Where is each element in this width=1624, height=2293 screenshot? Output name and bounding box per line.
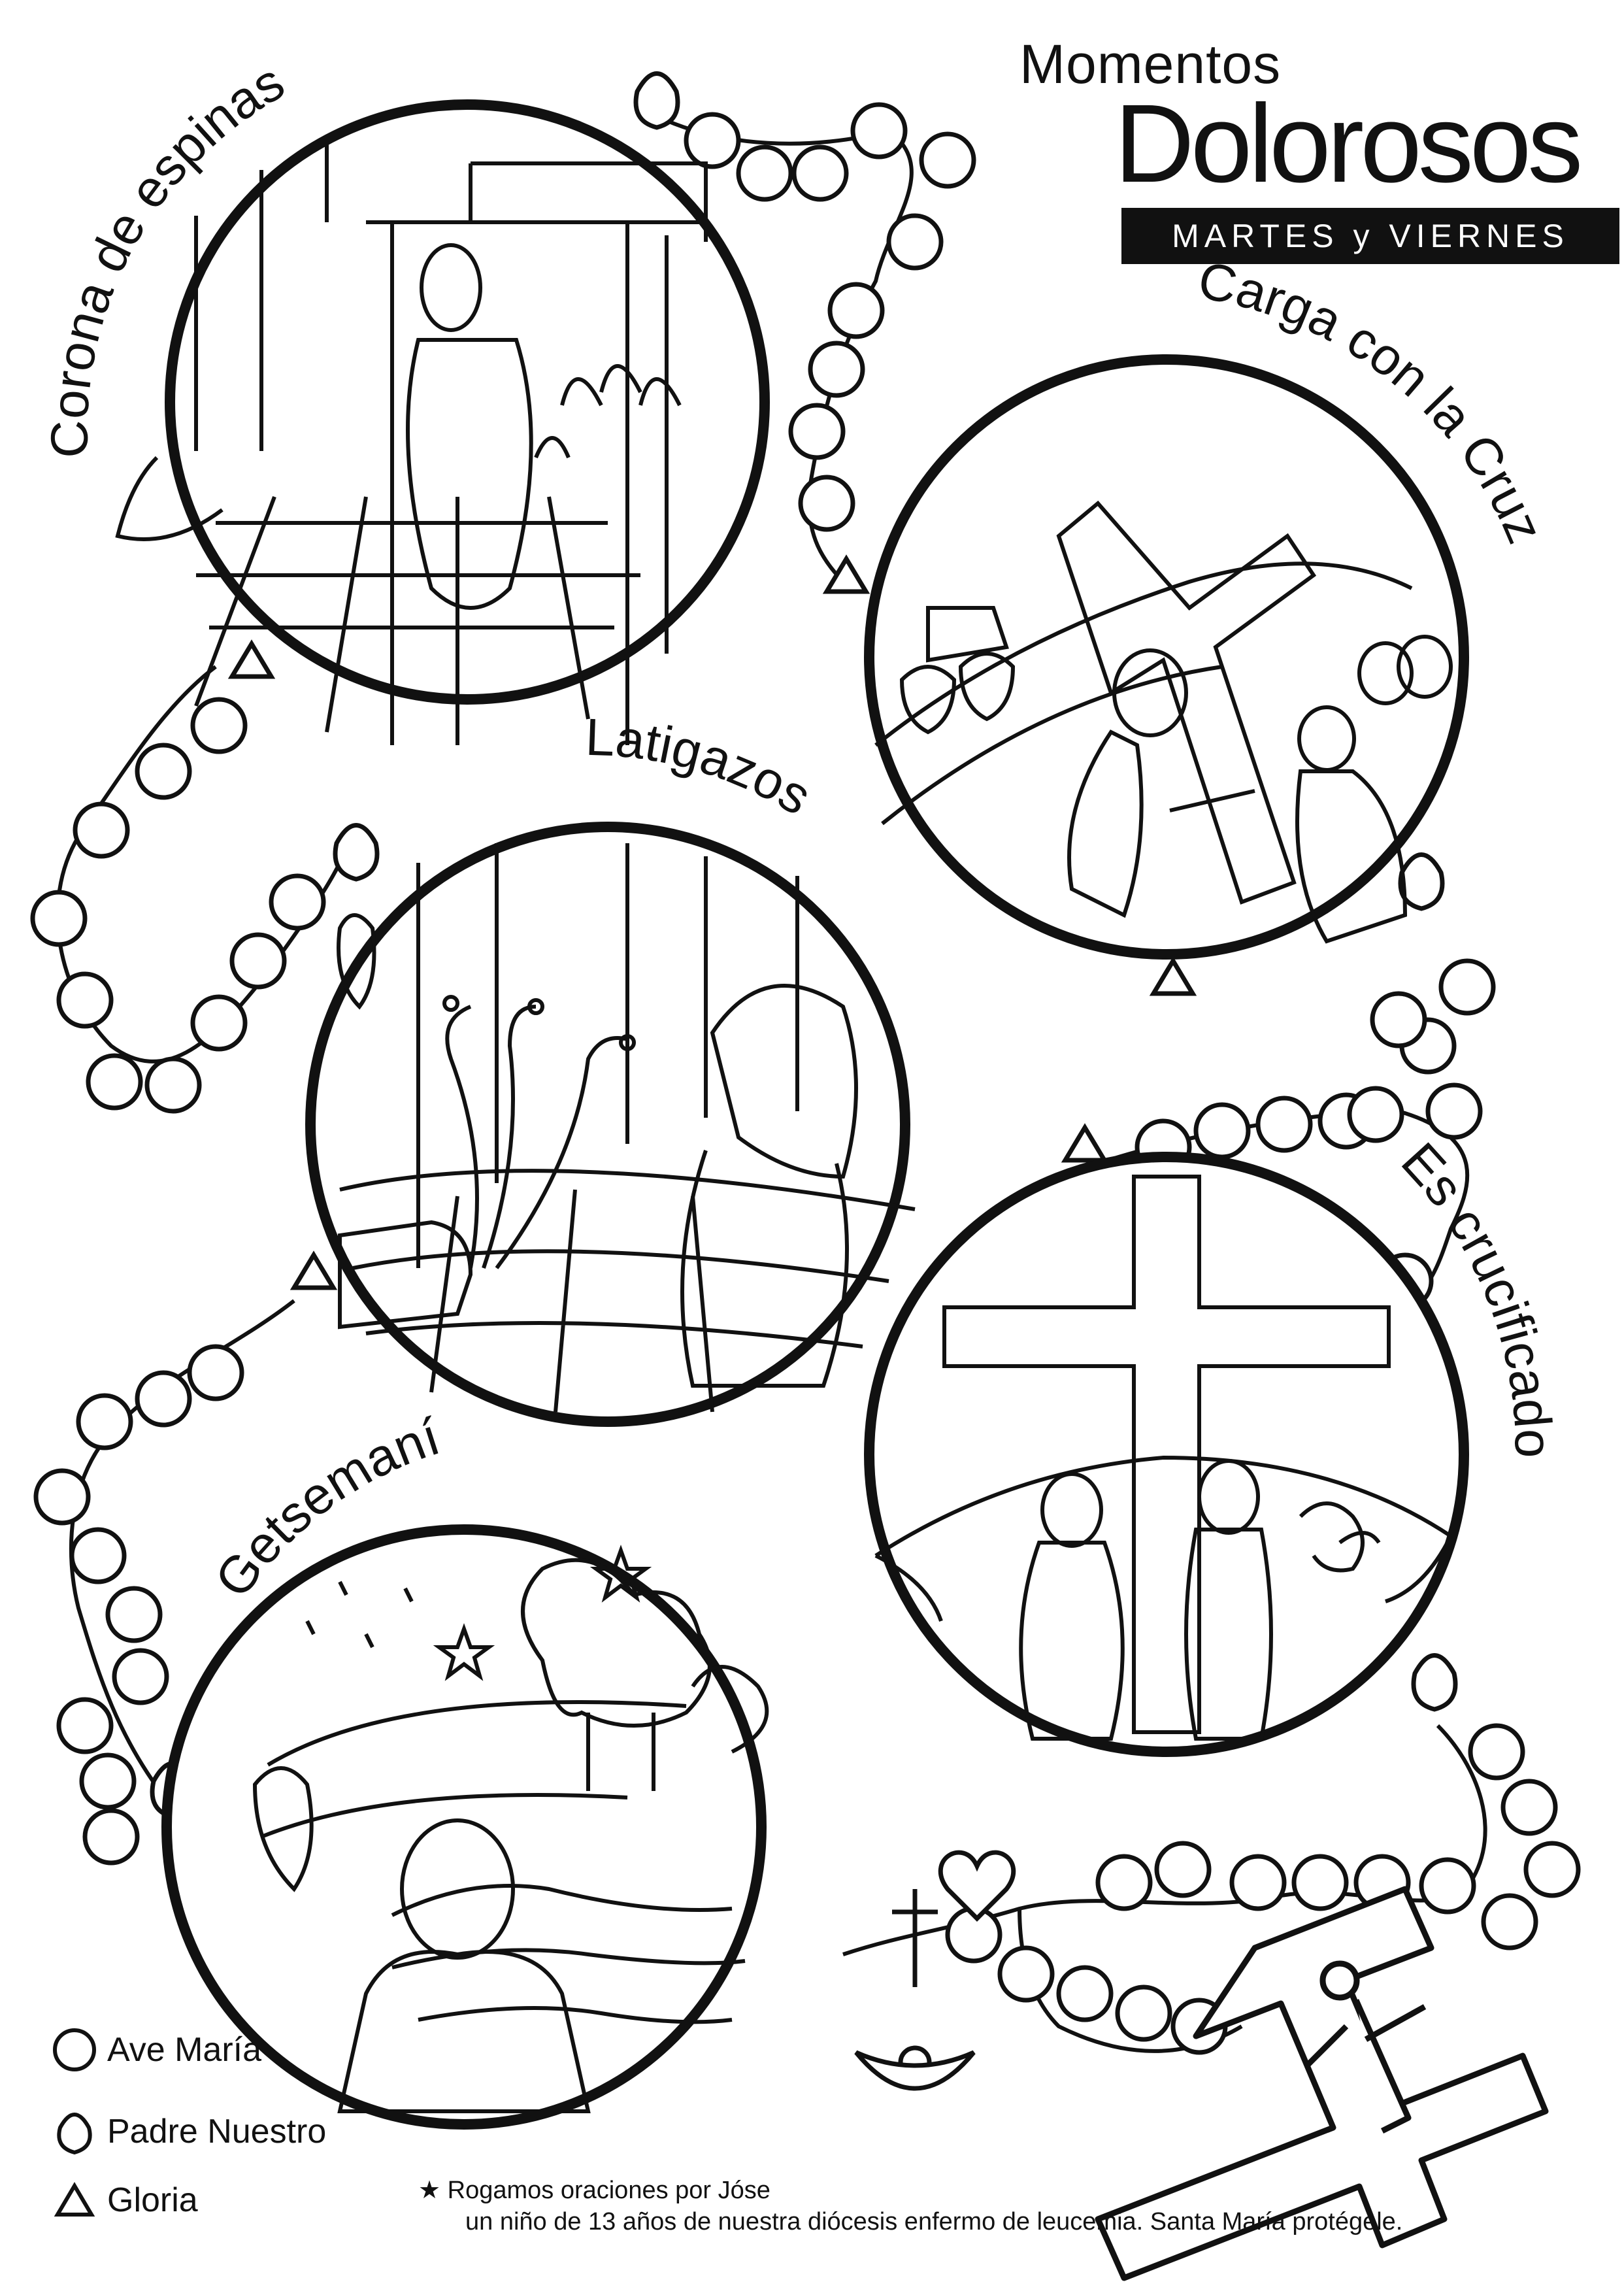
legend-gloria: Gloria (51, 2177, 198, 2224)
triangle-icon (54, 2182, 95, 2217)
page-title: Dolorosos (1114, 82, 1583, 206)
legend-padre-nuestro: Padre Nuestro (51, 2108, 326, 2155)
legend-gloria-label: Gloria (107, 2181, 198, 2219)
gloria-markers (227, 554, 1197, 1290)
pre-title: Momentos (1019, 33, 1282, 95)
footnote: ★ Rogamos oraciones por Jóse un niño de … (418, 2175, 1402, 2237)
footnote-line-1-text: Rogamos oraciones por Jóse (447, 2177, 771, 2204)
footnote-line-1: ★ Rogamos oraciones por Jóse (418, 2175, 1402, 2207)
scene-corona-de-espinas (115, 99, 770, 745)
asterisk-icon: ★ (418, 2177, 448, 2204)
medallion-icon (57, 2113, 92, 2155)
legend-ave-maria-label: Ave María (107, 2031, 262, 2069)
days-label: MARTES y VIERNES (1172, 218, 1569, 254)
padre-nuestro-medallions (150, 71, 1458, 1820)
legend-padre-nuestro-label: Padre Nuestro (107, 2113, 327, 2151)
svg-text:Latigazos: Latigazos (584, 708, 821, 826)
rosary-beads (30, 102, 1581, 2055)
footnote-line-2: un niño de 13 años de nuestra diócesis e… (465, 2207, 1403, 2235)
small-cross-ornament (854, 1889, 976, 2091)
bead-icon (53, 2028, 96, 2071)
legend-ave-maria: Ave María (51, 2026, 261, 2073)
label-latigazos: Latigazos (584, 708, 821, 826)
scene-latigazos (305, 822, 916, 1427)
scene-carga-con-la-cruz (864, 354, 1469, 960)
heart-icon (938, 1850, 1016, 1922)
scene-es-crucificado (864, 1152, 1469, 1757)
scene-getsemani (161, 1524, 769, 2130)
days-banner: MARTES y VIERNES (1121, 208, 1619, 264)
crucifix-icon (1095, 1886, 1549, 2281)
